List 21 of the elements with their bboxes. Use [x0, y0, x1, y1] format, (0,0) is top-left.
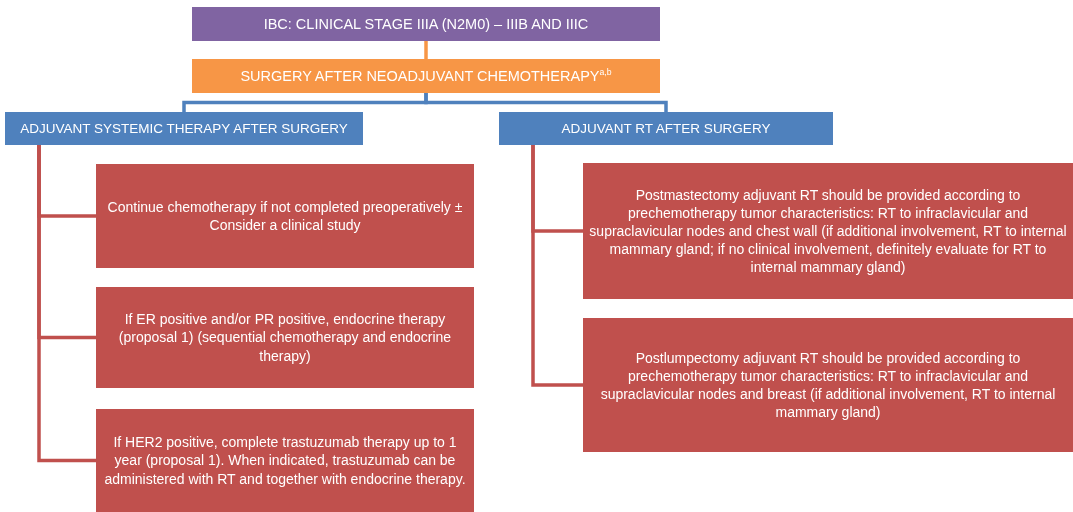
box-text: Continue chemotherapy if not completed preoperatively ± Consider a clinical study [106, 197, 464, 235]
stage-header-box [192, 59, 660, 93]
recommendation-box [96, 164, 474, 268]
box-text: IBC: CLINICAL STAGE IIIA (N2M0) – IIIB AND IIIC [263, 14, 589, 34]
connector-line [424, 93, 668, 112]
recommendation-box [96, 287, 474, 388]
box-text: If HER2 positive, complete trastuzumab therapy up to 1 year (proposal 1). When indicated, trastuzumab can be administered with RT and together with endocrine therapy. [103, 433, 467, 488]
connector-line [37, 145, 96, 463]
recommendation-box [583, 318, 1073, 452]
connector-line [424, 41, 428, 59]
recommendation-box [583, 163, 1073, 299]
stage-header-box [192, 7, 660, 41]
recommendation-box [96, 409, 474, 512]
box-text: SURGERY AFTER NEOADJUVANT CHEMOTHERAPY$^{a,b}$ [240, 66, 612, 86]
box-text: Postlumpectomy adjuvant RT should be provided according to prechemotherapy tumor characteristics: RT to infraclavicular and supraclavicular nodes and breast (if additional involvement, RT to internal mammary gland) [599, 348, 1057, 422]
box-text: ADJUVANT RT AFTER SURGERY [561, 119, 771, 138]
box-text: ADJUVANT SYSTEMIC THERAPY AFTER SURGERY [20, 119, 348, 138]
box-text: Postmastectomy adjuvant RT should be provided according to prechemotherapy tumor characteristics: RT to infraclavicular and supraclavicular nodes and chest wall (if additional involvement, RT to internal mammary gland; if no clinical involvement, definitely evaluate for RT to internal mammary gland) [589, 185, 1067, 277]
stage-header-box [499, 112, 833, 145]
stage-header-box [5, 112, 363, 145]
box-text: If ER positive and/or PR positive, endocrine therapy (proposal 1) (sequential chemotherapy and endocrine therapy) [117, 310, 453, 365]
